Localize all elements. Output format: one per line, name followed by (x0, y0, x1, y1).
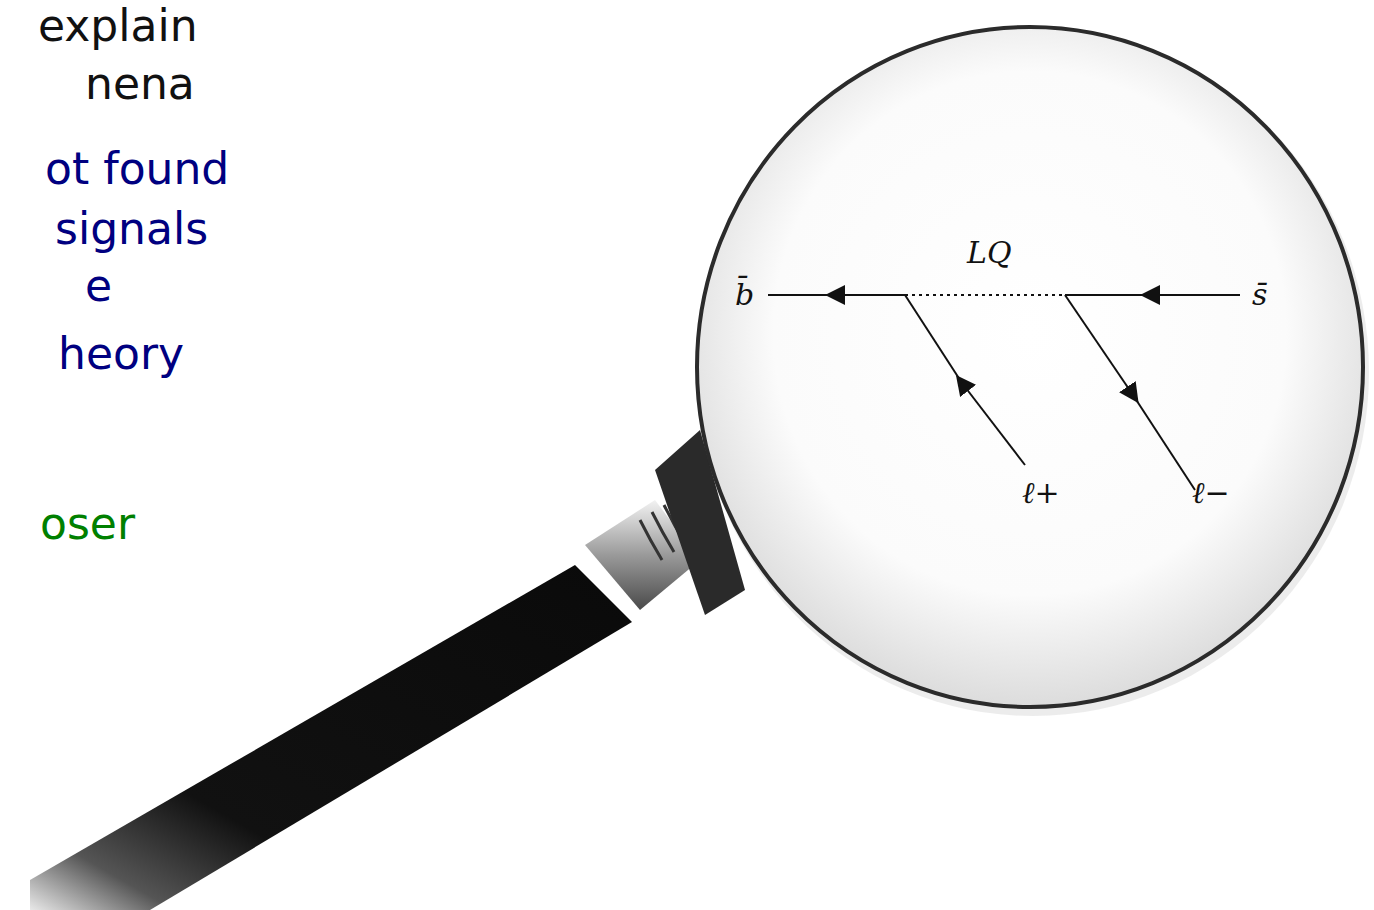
magnifier-handle (30, 430, 745, 910)
slide-text: oser (40, 500, 135, 548)
feynman-diagram (768, 295, 1240, 490)
slide-text: heory (58, 330, 184, 378)
particle-label: ℓ− (1192, 476, 1230, 509)
slide-text: ot found (45, 145, 229, 193)
particle-label: LQ (967, 236, 1012, 269)
slide-text: explain (38, 2, 198, 50)
slide-text: signals (55, 205, 208, 253)
slide-text: e (85, 262, 112, 310)
particle-label: b̄ (735, 278, 754, 311)
magnifier-lens (697, 27, 1369, 716)
particle-label: ℓ+ (1022, 476, 1060, 509)
particle-label: s̄ (1252, 278, 1267, 311)
slide-text: nena (85, 60, 195, 108)
